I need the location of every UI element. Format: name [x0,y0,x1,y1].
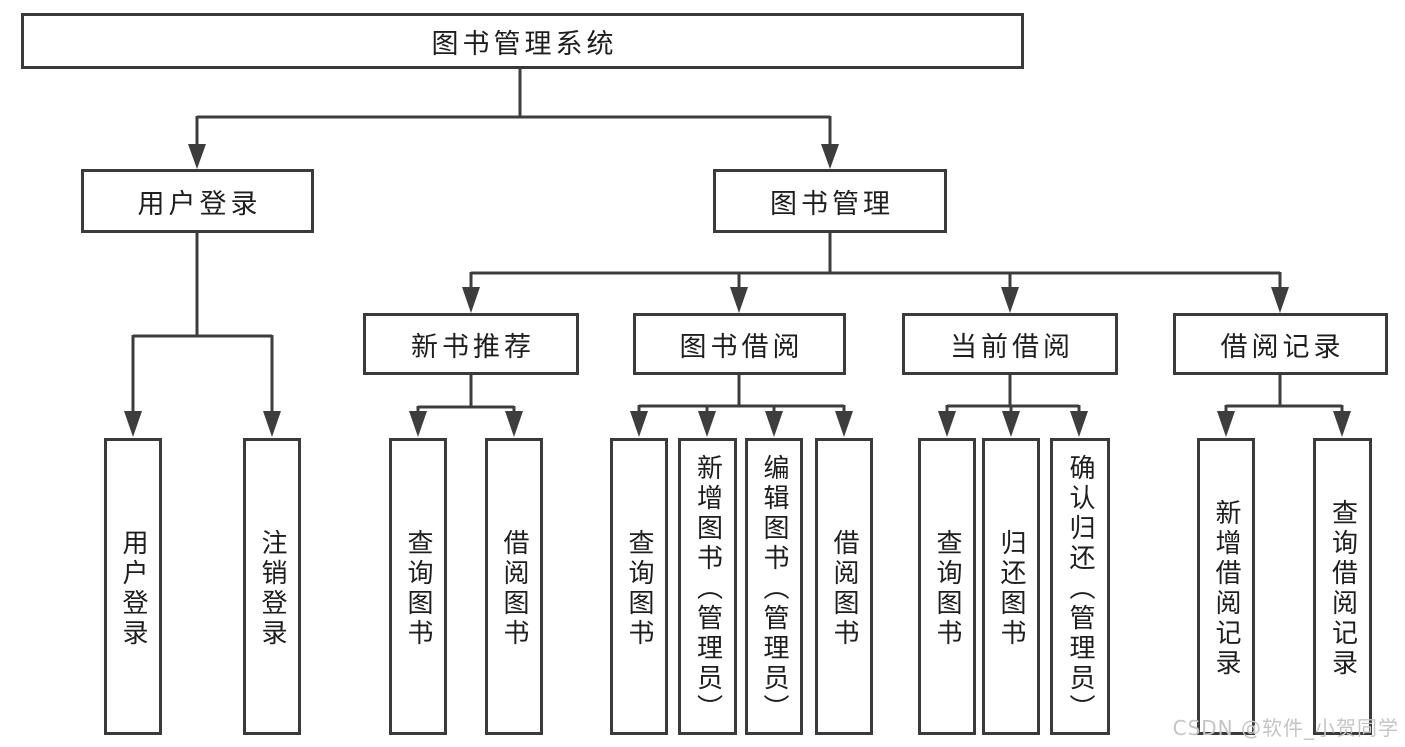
node-user-login: 用户登录 [81,169,314,233]
node-book-management: 图书管理 [713,169,947,233]
leaf-confirm-return-admin-label: 确认归还（管理员） [1065,453,1095,724]
csdn-watermark: CSDN @软件_小贺同学 [1172,716,1399,740]
node-root-system: 图书管理系统 [21,13,1024,69]
leaf-query-borrow-record-label: 查询借阅记录 [1327,498,1358,679]
leaf-user-login: 用户登录 [104,438,162,735]
leaf-add-books-admin: 新增图书（管理员） [678,438,737,735]
node-borrow-records-label: 借阅记录 [1220,331,1345,363]
leaf-query-books-2: 查询图书 [610,438,668,735]
leaf-logout-label: 注销登录 [257,528,287,649]
leaf-query-borrow-record: 查询借阅记录 [1313,438,1372,735]
leaf-return-books: 归还图书 [982,438,1040,735]
node-new-book-recommend: 新书推荐 [363,313,579,375]
leaf-query-books-1-label: 查询图书 [403,528,433,649]
connector-lines [131,69,1344,413]
leaf-query-books-3: 查询图书 [918,438,976,735]
node-new-book-recommend-label: 新书推荐 [411,331,535,363]
leaf-logout: 注销登录 [243,438,301,735]
leaf-user-login-label: 用户登录 [118,528,148,649]
leaf-edit-books-admin: 编辑图书（管理员） [745,438,803,735]
node-current-borrow-label: 当前借阅 [950,331,1074,363]
node-borrow-records: 借阅记录 [1173,313,1388,375]
arrowhead-icons [124,144,1351,437]
leaf-query-books-1: 查询图书 [389,438,447,735]
node-current-borrow: 当前借阅 [902,313,1118,375]
node-user-login-label: 用户登录 [137,188,262,220]
leaf-edit-books-admin-label: 编辑图书（管理员） [759,453,789,724]
node-book-borrow-label: 图书借阅 [679,331,804,363]
leaf-confirm-return-admin: 确认归还（管理员） [1050,438,1110,735]
leaf-borrow-books-1: 借阅图书 [485,438,543,735]
leaf-query-books-3-label: 查询图书 [932,528,962,649]
leaf-query-books-2-label: 查询图书 [624,528,654,649]
node-book-borrow: 图书借阅 [633,313,846,375]
leaf-add-borrow-record: 新增借阅记录 [1197,438,1255,735]
leaf-borrow-books-1-label: 借阅图书 [499,528,529,649]
leaf-add-books-admin-label: 新增图书（管理员） [692,453,723,724]
leaf-borrow-books-2: 借阅图书 [815,438,873,735]
node-root-label: 图书管理系统 [431,28,618,60]
leaf-add-borrow-record-label: 新增借阅记录 [1211,498,1241,679]
node-book-management-label: 图书管理 [770,188,894,220]
leaf-return-books-label: 归还图书 [996,528,1026,649]
leaf-borrow-books-2-label: 借阅图书 [829,528,859,649]
